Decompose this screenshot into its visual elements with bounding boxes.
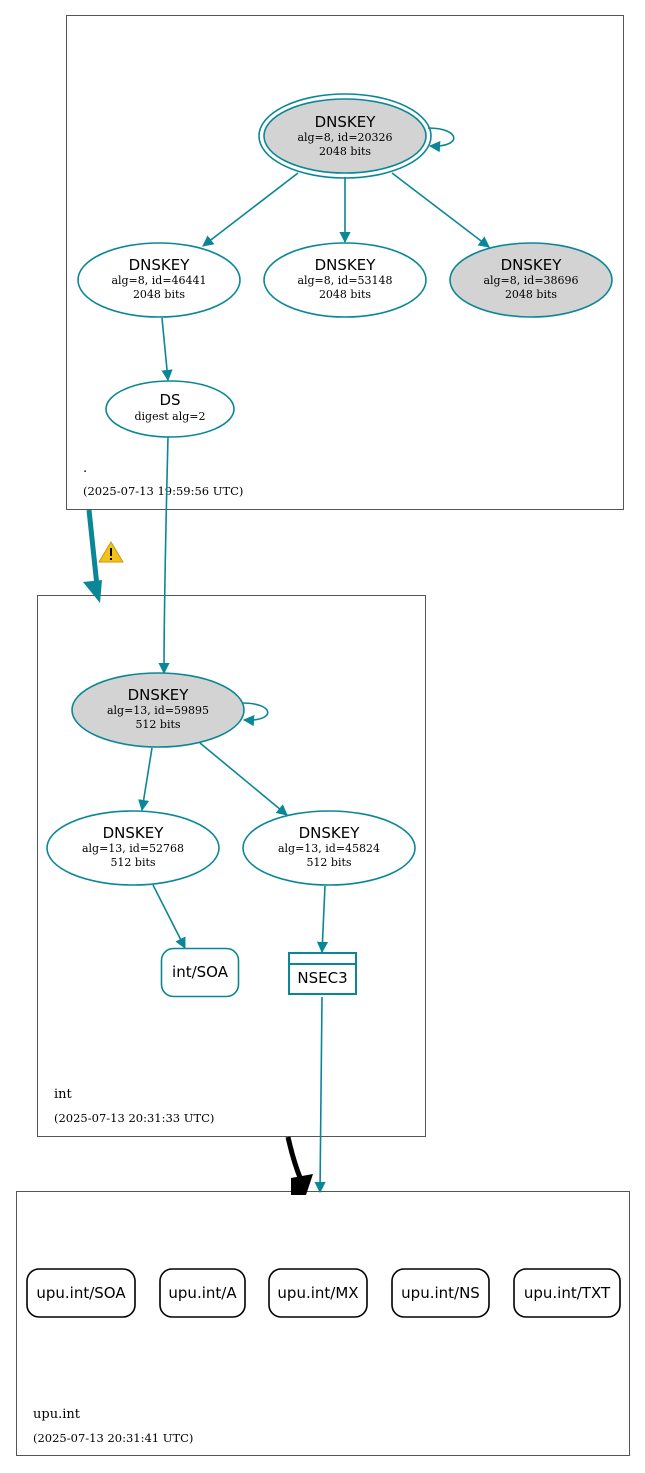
edge-k1-to-ds [161, 317, 173, 382]
record-upu-a[interactable]: upu.int/A [159, 1268, 246, 1318]
zone-upu-box [16, 1191, 630, 1456]
record-upu-soa-label: upu.int/SOA [36, 1284, 126, 1302]
node-int-k1-alg: alg=13, id=52768 [82, 842, 184, 855]
record-upu-a-label: upu.int/A [168, 1284, 237, 1302]
node-int-dnskey-52768[interactable]: DNSKEY alg=13, id=52768 512 bits [46, 810, 220, 886]
node-int-ksk[interactable]: DNSKEY alg=13, id=59895 512 bits [71, 672, 245, 748]
node-int-ksk-bits: 512 bits [135, 718, 180, 731]
node-root-k3-bits: 2048 bits [505, 288, 557, 301]
edge-delegation-int-to-upu [285, 1136, 304, 1181]
node-int-nsec3[interactable]: NSEC3 [288, 952, 357, 995]
node-root-k1-title: DNSKEY [129, 256, 191, 274]
node-int-ksk-alg: alg=13, id=59895 [107, 704, 209, 717]
record-upu-ns[interactable]: upu.int/NS [391, 1268, 490, 1318]
edge-int-k2-to-nsec3 [316, 885, 329, 954]
record-upu-txt-label: upu.int/TXT [524, 1284, 611, 1302]
edge-int-k1-to-soa [152, 884, 186, 949]
node-int-dnskey-45824[interactable]: DNSKEY alg=13, id=45824 512 bits [242, 810, 416, 886]
node-root-ksk-bits: 2048 bits [319, 145, 371, 158]
record-upu-mx[interactable]: upu.int/MX [268, 1268, 368, 1318]
edge-nsec3-to-upu [314, 996, 326, 1194]
edge-ksk-self-loop [427, 127, 455, 153]
zone-root-name: . [83, 461, 87, 476]
node-root-k1-alg: alg=8, id=46441 [111, 274, 206, 287]
record-upu-ns-label: upu.int/NS [401, 1284, 480, 1302]
warning-triangle-icon[interactable] [98, 541, 124, 563]
node-root-k1-bits: 2048 bits [133, 288, 185, 301]
zone-int-box [37, 595, 426, 1137]
record-upu-soa[interactable]: upu.int/SOA [26, 1268, 136, 1318]
node-root-dnskey-38696[interactable]: DNSKEY alg=8, id=38696 2048 bits [449, 242, 613, 318]
edge-ds-to-int-ksk [158, 436, 170, 675]
edge-int-ksk-to-k1 [138, 747, 153, 812]
node-int-k2-bits: 512 bits [306, 856, 351, 869]
zone-root-timestamp: (2025-07-13 19:59:56 UTC) [83, 484, 243, 498]
record-upu-mx-label: upu.int/MX [277, 1284, 358, 1302]
zone-int-timestamp: (2025-07-13 20:31:33 UTC) [54, 1111, 214, 1125]
edge-int-ksk-to-k2 [199, 742, 288, 816]
edge-delegation-root-to-int [86, 509, 100, 587]
record-upu-txt[interactable]: upu.int/TXT [513, 1268, 621, 1318]
node-int-ksk-title: DNSKEY [128, 686, 190, 704]
node-root-k2-alg: alg=8, id=53148 [297, 274, 392, 287]
node-int-k2-title: DNSKEY [299, 824, 361, 842]
node-int-k1-title: DNSKEY [103, 824, 165, 842]
node-root-ksk[interactable]: DNSKEY alg=8, id=20326 2048 bits [258, 93, 432, 179]
node-root-k3-title: DNSKEY [501, 256, 563, 274]
node-root-dnskey-46441[interactable]: DNSKEY alg=8, id=46441 2048 bits [77, 242, 241, 318]
edge-int-ksk-self-loop [241, 702, 269, 727]
node-int-k1-bits: 512 bits [110, 856, 155, 869]
node-root-ksk-title: DNSKEY [315, 113, 377, 131]
node-int-soa-label: int/SOA [172, 963, 229, 981]
node-root-k3-alg: alg=8, id=38696 [483, 274, 578, 287]
node-root-ds[interactable]: DS digest alg=2 [105, 380, 235, 438]
node-root-dnskey-53148[interactable]: DNSKEY alg=8, id=53148 2048 bits [263, 242, 427, 318]
node-root-ds-detail: digest alg=2 [134, 410, 205, 423]
node-root-k2-bits: 2048 bits [319, 288, 371, 301]
delegation-arrowhead-int [83, 580, 102, 603]
zone-upu-name: upu.int [33, 1407, 81, 1422]
node-int-nsec3-label: NSEC3 [297, 969, 347, 987]
node-root-k2-title: DNSKEY [315, 256, 377, 274]
zone-upu-timestamp: (2025-07-13 20:31:41 UTC) [33, 1431, 193, 1445]
zone-int-name: int [54, 1087, 73, 1102]
node-root-ksk-alg: alg=8, id=20326 [297, 131, 392, 144]
zone-root-box [66, 15, 624, 510]
edge-ksk-to-k1 [202, 172, 299, 247]
node-root-ds-title: DS [159, 391, 180, 409]
node-int-soa[interactable]: int/SOA [160, 947, 240, 998]
delegation-arrowhead-upu [291, 1174, 313, 1195]
node-int-k2-alg: alg=13, id=45824 [278, 842, 380, 855]
edge-ksk-to-k3 [391, 172, 490, 248]
